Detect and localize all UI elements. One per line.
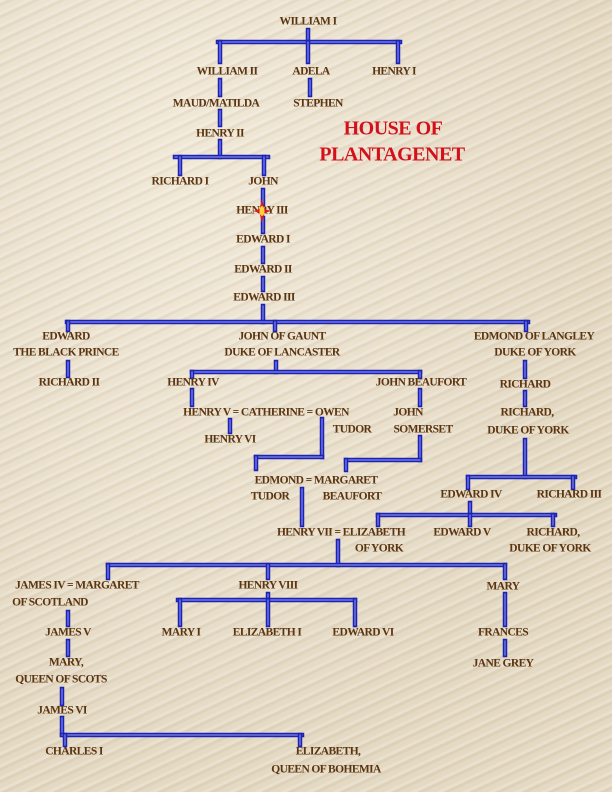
person-william-ii: WILLIAM II [196,65,258,78]
person-richard-duke-of-york-2-title: DUKE OF YORK [509,542,591,555]
person-john-somerset-title: SOMERSET [393,423,453,436]
person-of-scotland: OF SCOTLAND [12,596,88,609]
person-henry-v-catherine-owen: HENRY V = CATHERINE = OWEN [183,406,349,419]
person-edward-iii: EDWARD III [233,291,295,304]
person-frances: FRANCES [477,626,529,639]
person-henry-iv: HENRY IV [167,376,219,389]
person-henry-ii: HENRY II [196,127,244,140]
person-edward-i: EDWARD I [236,233,290,246]
person-edward-black-prince: EDWARD [42,330,90,343]
person-richard: RICHARD [499,378,551,391]
person-elizabeth-of-bohemia: ELIZABETH, [295,745,361,758]
person-margaret-beaufort: BEAUFORT [322,490,382,503]
person-henry-vi: HENRY VI [204,433,256,446]
person-mary-queen-of-scots-title: QUEEN OF SCOTS [15,673,107,686]
person-richard-iii: RICHARD III [536,488,602,501]
person-william-i: WILLIAM I [279,15,338,28]
person-edward-black-prince-title: THE BLACK PRINCE [13,346,119,359]
person-owen-tudor: TUDOR [332,423,372,436]
person-john-of-gaunt: JOHN OF GAUNT [238,330,327,343]
person-mary-queen-of-scots: MARY, [48,656,84,669]
person-edward-ii: EDWARD II [234,263,292,276]
star-cursor-icon [253,199,271,223]
person-edmond-of-langley-title: DUKE OF YORK [494,346,576,359]
person-james-v: JAMES V [45,626,91,639]
person-elizabeth-of-bohemia-title: QUEEN OF BOHEMIA [271,763,381,776]
person-edmond-of-langley: EDMOND OF LANGLEY [473,330,595,343]
person-mary: MARY [486,580,521,593]
person-adela: ADELA [292,65,330,78]
person-henry-vii-elizabeth: HENRY VII = ELIZABETH [276,526,406,539]
person-john-somerset: JOHN [393,406,423,419]
person-james-iv-margaret: JAMES IV = MARGARET [15,579,139,592]
person-richard-duke-of-york-title: DUKE OF YORK [487,424,569,437]
person-edward-iv: EDWARD IV [440,488,502,501]
person-john-of-gaunt-title: DUKE OF LANCASTER [224,346,340,359]
person-elizabeth-i: ELIZABETH I [232,626,302,639]
person-henry-i: HENRY I [372,65,416,78]
person-richard-i: RICHARD I [151,175,210,188]
person-richard-duke-of-york: RICHARD, [500,406,554,419]
person-edward-vi: EDWARD VI [332,626,394,639]
person-charles-i: CHARLES I [45,745,103,758]
person-john: JOHN [248,175,278,188]
person-stephen: STEPHEN [293,97,343,110]
person-maud: MAUD/MATILDA [172,97,260,110]
title-line-1: HOUSE OF [343,117,443,140]
person-edward-v: EDWARD V [433,526,491,539]
person-richard-duke-of-york-2: RICHARD, [526,526,580,539]
person-henry-viii: HENRY VIII [238,579,298,592]
person-john-beaufort: JOHN BEAUFORT [375,376,467,389]
person-jane-grey: JANE GREY [472,657,534,670]
person-james-vi: JAMES VI [37,704,87,717]
title-line-2: PLANTAGENET [319,143,465,166]
person-edmond-tudor: TUDOR [250,490,290,503]
person-edmond-margaret: EDMOND = MARGARET [254,474,378,487]
person-mary-i: MARY I [161,626,201,639]
person-richard-ii: RICHARD II [38,376,100,389]
person-elizabeth-of-york: OF YORK [354,542,404,555]
